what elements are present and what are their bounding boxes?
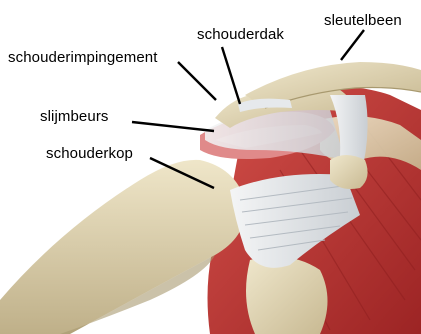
label-collarbone: sleutelbeen <box>324 13 402 28</box>
pointer-collarbone <box>341 30 364 60</box>
lower-bone <box>246 257 328 334</box>
label-shoulder-impingement: schouderimpingement <box>8 50 157 65</box>
coracoid-process <box>330 155 368 189</box>
pointer-shoulder-roof <box>222 47 240 104</box>
pointer-bursa <box>132 122 214 131</box>
label-humeral-head: schouderkop <box>46 146 133 161</box>
pointer-impingement <box>178 62 216 100</box>
label-bursa: slijmbeurs <box>40 109 109 124</box>
label-shoulder-roof: schouderdak <box>197 27 284 42</box>
